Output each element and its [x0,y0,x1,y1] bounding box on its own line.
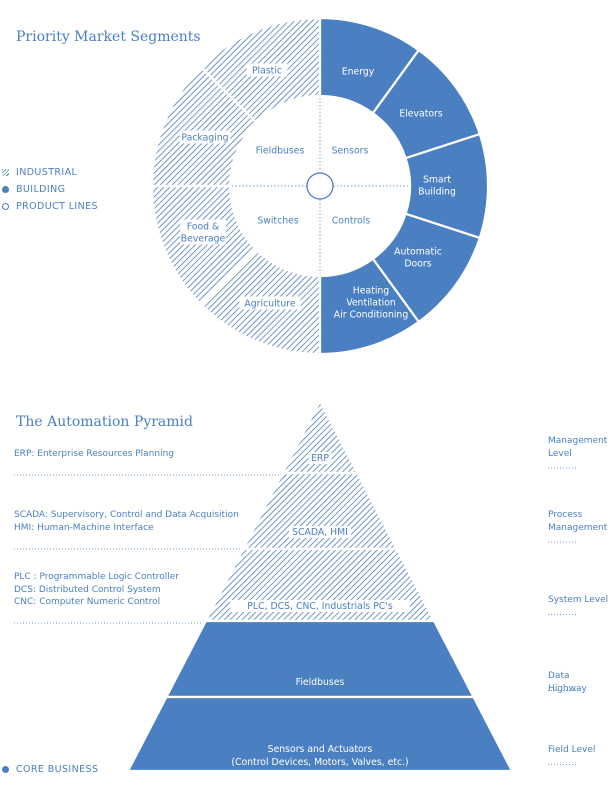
description-line: ERP: Enterprise Resources Planning [14,449,175,459]
open-circle-icon [2,203,9,210]
hatch-swatch-icon [2,169,9,176]
pyramid-level-name: Management Level [548,436,608,459]
legend-industrial: INDUSTRIAL [2,167,77,178]
description-line: HMI: Human-Machine Interface [14,522,154,533]
pyramid-level-label: Sensors and Actuators(Control Devices, M… [231,744,408,768]
industrial-segment-label: Food &Beverage [181,222,226,245]
filled-dot-icon [2,766,9,773]
product-line-label: Sensors [332,146,369,157]
legend-building-label: BUILDING [16,184,66,195]
industrial-segment-label: Plastic [252,66,282,77]
pyramid-level-name: System Level [548,595,609,605]
pyramid-level-description: SCADA: Supervisory, Control and Data Acq… [14,509,239,534]
product-line-label: Fieldbuses [256,146,305,157]
filled-dot-icon [2,186,9,193]
legend-building: BUILDING [2,184,65,195]
industrial-segment-label-box [180,219,226,245]
industrial-segment-label: Packaging [181,133,228,144]
pyramid-level-label: Fieldbuses [296,677,345,688]
building-segment-label: Energy [342,67,375,78]
legend-industrial-label: INDUSTRIAL [16,167,78,178]
product-line-label: Switches [257,216,298,227]
industrial-segment-label-box [179,130,231,144]
center-ring-icon [306,172,334,200]
pyramid-level-description: ERP: Enterprise Resources Planning [14,448,174,461]
description-line: PLC : Programmable Logic Controller [14,572,180,582]
pyramid-title: The Automation Pyramid [16,414,193,430]
pyramid-label-box [230,600,410,612]
ring-title: Priority Market Segments [16,29,201,45]
pyramid-level-name: Process Management [548,510,608,533]
description-line: SCADA: Supervisory, Control and Data Acq… [14,510,239,520]
pyramid-level-name: Field Level [548,745,596,755]
description-line: CNC: Computer Numeric Control [14,597,161,607]
industrial-segment-label-box [246,63,288,77]
legend-core-business-label: CORE BUSINESS [16,764,99,775]
product-line-label: Controls [332,216,371,227]
pyramid-level-label: SCADA, HMI [292,527,348,538]
legend-product-lines-label: PRODUCT LINES [16,201,98,212]
pyramid-level [126,695,514,773]
legend-core-business: CORE BUSINESS [2,764,98,775]
legend-product-lines: PRODUCT LINES [2,201,98,212]
pyramid-level-label: PLC, DCS, CNC, Industrials PC's [247,601,393,612]
building-segment-label: Elevators [399,109,443,120]
description-line: DCS: Distributed Control System [14,584,161,595]
pyramid-label-box [289,526,351,538]
industrial-segment-label: Agriculture [244,299,295,310]
industrial-segment-label-box [239,296,301,310]
pyramid-level-name: Data Highway [548,671,587,694]
pyramid-label-box [308,452,332,464]
pyramid-level-label: ERP [311,453,329,464]
